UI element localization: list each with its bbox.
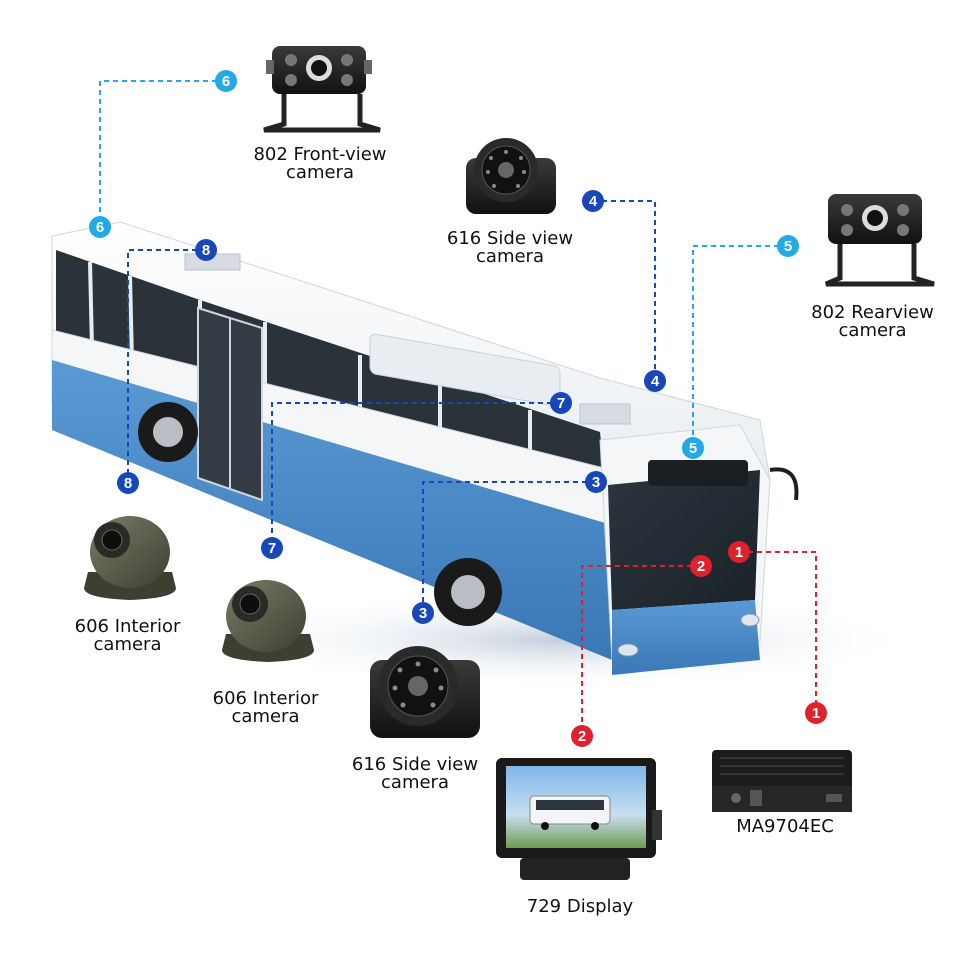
marker-3-bottom: 3 <box>412 602 434 624</box>
marker-2-bottom: 2 <box>571 725 593 747</box>
markers: 6 6 8 8 4 4 5 5 7 7 3 3 1 1 2 2 <box>89 70 827 747</box>
marker-8-bottom: 8 <box>117 472 139 494</box>
monitor-icon <box>496 758 662 880</box>
marker-6-top: 6 <box>215 70 237 92</box>
marker-4-bus: 4 <box>644 370 666 392</box>
svg-text:4: 4 <box>651 373 660 390</box>
marker-7-bottom: 7 <box>261 537 283 559</box>
svg-text:6: 6 <box>222 73 230 90</box>
marker-1-bottom: 1 <box>805 702 827 724</box>
marker-8-top: 8 <box>195 239 217 261</box>
marker-2-bus: 2 <box>690 555 712 577</box>
rear-camera-icon <box>825 194 935 287</box>
dome-camera-icon <box>84 516 176 600</box>
dvr-recorder-icon <box>712 750 852 812</box>
dome-camera-icon <box>222 580 314 662</box>
marker-6-bus: 6 <box>89 216 111 238</box>
svg-text:2: 2 <box>578 728 586 745</box>
svg-text:1: 1 <box>735 544 743 561</box>
display-label: 729 Display <box>526 896 634 917</box>
side-camera-icon <box>370 646 480 738</box>
marker-5-bus: 5 <box>682 437 704 459</box>
marker-4-top: 4 <box>582 190 604 212</box>
svg-text:8: 8 <box>124 475 132 492</box>
front-camera-icon <box>263 46 381 133</box>
side-camera-icon <box>466 138 556 214</box>
dvr-label: MA9704EC <box>736 816 834 837</box>
marker-3-top: 3 <box>585 471 607 493</box>
svg-text:7: 7 <box>268 540 276 557</box>
svg-text:3: 3 <box>419 605 427 622</box>
marker-1-bus: 1 <box>728 541 750 563</box>
svg-text:5: 5 <box>689 440 697 457</box>
svg-text:3: 3 <box>592 474 600 491</box>
svg-text:1: 1 <box>812 705 820 722</box>
svg-text:5: 5 <box>784 238 792 255</box>
bus-illustration <box>51 221 799 675</box>
svg-text:2: 2 <box>697 558 705 575</box>
marker-7-top: 7 <box>550 392 572 414</box>
svg-text:4: 4 <box>589 193 598 210</box>
marker-5-top: 5 <box>777 235 799 257</box>
svg-text:7: 7 <box>557 395 565 412</box>
svg-text:8: 8 <box>202 242 210 259</box>
svg-text:6: 6 <box>96 219 104 236</box>
connection-lines <box>99 80 817 736</box>
